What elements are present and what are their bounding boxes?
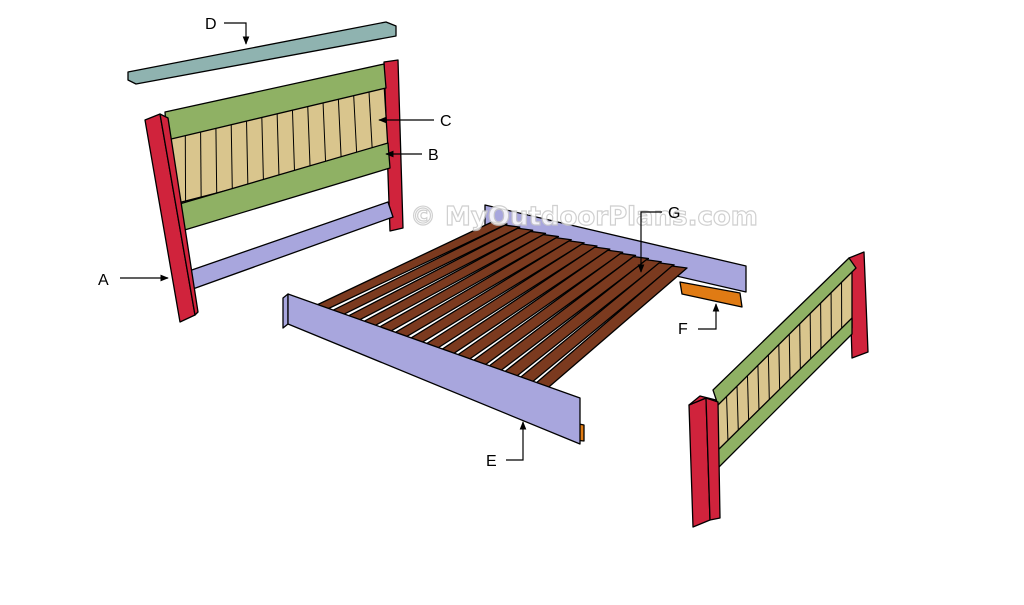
label-e: E <box>486 453 497 470</box>
bed-slats <box>301 221 688 398</box>
leader-e <box>506 421 527 461</box>
headboard <box>144 59 404 323</box>
headboard-slat-line <box>337 94 342 162</box>
headboard-right-leg <box>383 59 404 232</box>
bed-frame <box>282 204 747 445</box>
headboard-slat-line <box>291 105 296 174</box>
headboard-slat-line <box>322 97 327 166</box>
label-c: C <box>440 113 452 130</box>
headboard-slat-line <box>368 86 373 154</box>
leader-g <box>637 211 662 273</box>
leader-f <box>698 303 720 330</box>
callouts: D C B A G F E <box>98 16 720 470</box>
headboard-slat-line <box>200 127 202 198</box>
near-side-rail-edge <box>282 293 289 329</box>
leader-d <box>224 22 250 45</box>
footboard-near-leg-top <box>688 395 717 406</box>
headboard-slat-line <box>245 116 249 186</box>
headboard-slat-line <box>215 123 218 194</box>
headboard-slat-line <box>307 101 311 170</box>
headboard-slat-line <box>276 108 280 178</box>
headboard-slat-line <box>261 112 264 182</box>
cleat-f <box>679 281 743 308</box>
footboard <box>688 251 869 528</box>
watermark: © MyOutdoorPlans.com <box>410 202 758 232</box>
label-a: A <box>98 272 109 289</box>
near-side-rail <box>287 293 581 445</box>
footboard-near-leg-side <box>705 397 721 521</box>
label-f: F <box>678 321 688 338</box>
label-d: D <box>205 16 217 33</box>
headboard-left-leg-side <box>159 113 199 316</box>
headboard-slat-lines <box>184 86 373 202</box>
headboard-top-cap <box>127 21 397 85</box>
headboard-slat-line <box>230 120 233 190</box>
label-b: B <box>428 147 439 164</box>
headboard-slat-line <box>352 90 358 158</box>
label-g: G <box>668 205 680 222</box>
